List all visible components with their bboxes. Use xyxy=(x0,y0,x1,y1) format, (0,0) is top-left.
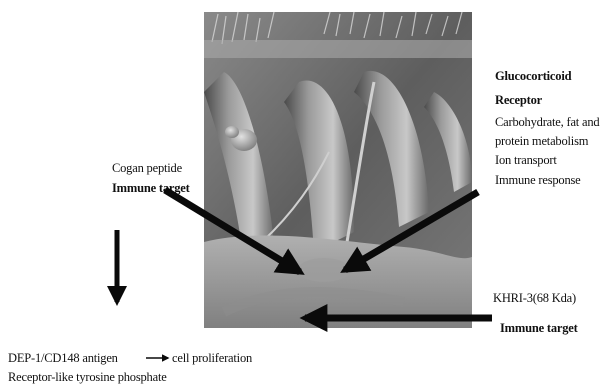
glucocorticoid-arrow xyxy=(345,192,478,270)
cogan-arrow xyxy=(165,190,300,272)
